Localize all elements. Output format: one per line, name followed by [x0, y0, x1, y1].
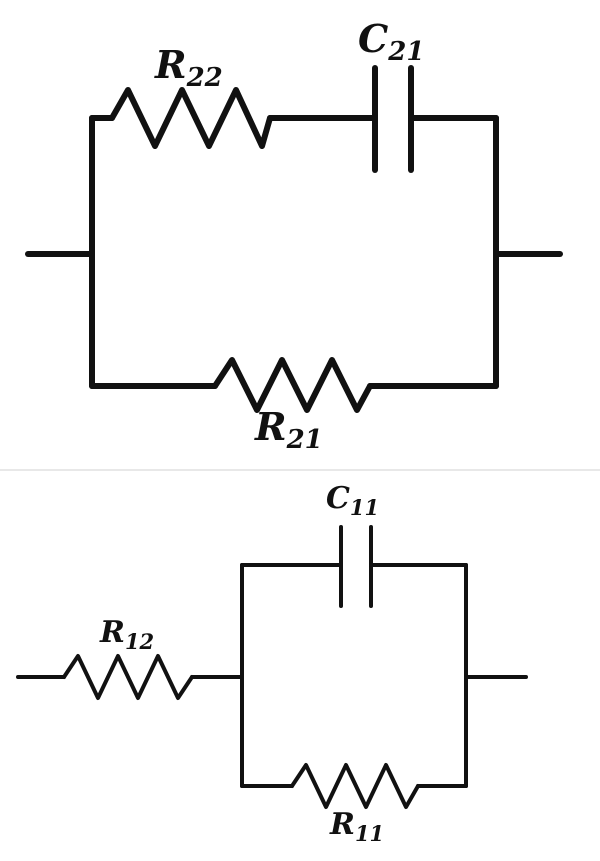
r21-resistor [212, 357, 373, 413]
r12-label: R12 [99, 615, 154, 654]
r22-label: R22 [154, 42, 223, 93]
c11-label: C11 [326, 481, 379, 520]
r11-label: R11 [329, 807, 384, 846]
top-circuit: R22 C21 R21 [25, 16, 563, 455]
r22-resistor [109, 87, 273, 149]
r12-resistor [62, 654, 194, 700]
r21-label: R21 [254, 404, 323, 455]
r11-resistor [290, 763, 420, 809]
c21-label: C21 [358, 16, 424, 67]
bottom-circuit: R12 C11 R11 [16, 481, 528, 846]
